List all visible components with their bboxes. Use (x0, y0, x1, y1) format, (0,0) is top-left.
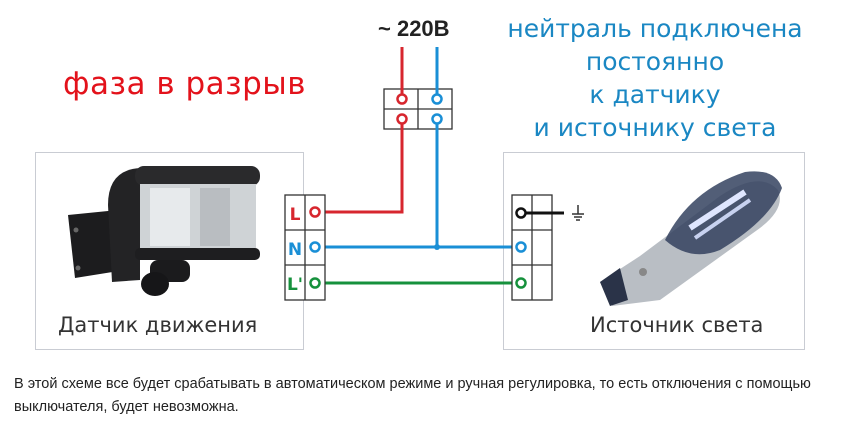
sensor-terminal-l-prime-label: L' (287, 275, 303, 295)
neutral-junction-dot (434, 244, 440, 250)
street-lamp-image (600, 171, 782, 306)
lamp-terminal-block (511, 194, 564, 301)
supply-voltage-label: ~ 220В (378, 16, 450, 41)
neutral-note-line: постоянно (585, 47, 725, 76)
neutral-note-line: и источнику света (533, 113, 777, 142)
light-source-caption: Источник света (590, 313, 764, 337)
junction-terminal-block (383, 88, 453, 130)
neutral-note-line: нейтраль подключена (507, 14, 803, 43)
description-paragraph: В этой схеме все будет срабатывать в авт… (14, 376, 811, 415)
sensor-terminal-n-label: N (288, 240, 302, 260)
phase-wire (318, 122, 404, 214)
ground-icon (572, 205, 584, 221)
phase-break-note: фаза в разрыв (63, 66, 307, 102)
neutral-note-line: к датчику (589, 80, 721, 109)
neutral-note: нейтраль подключена постоянно к датчику … (500, 12, 810, 144)
motion-sensor-caption: Датчик движения (58, 313, 258, 337)
motion-sensor-image (68, 166, 260, 296)
sensor-terminal-block: L N L' (284, 194, 326, 301)
sensor-terminal-l-label: L (290, 205, 301, 225)
